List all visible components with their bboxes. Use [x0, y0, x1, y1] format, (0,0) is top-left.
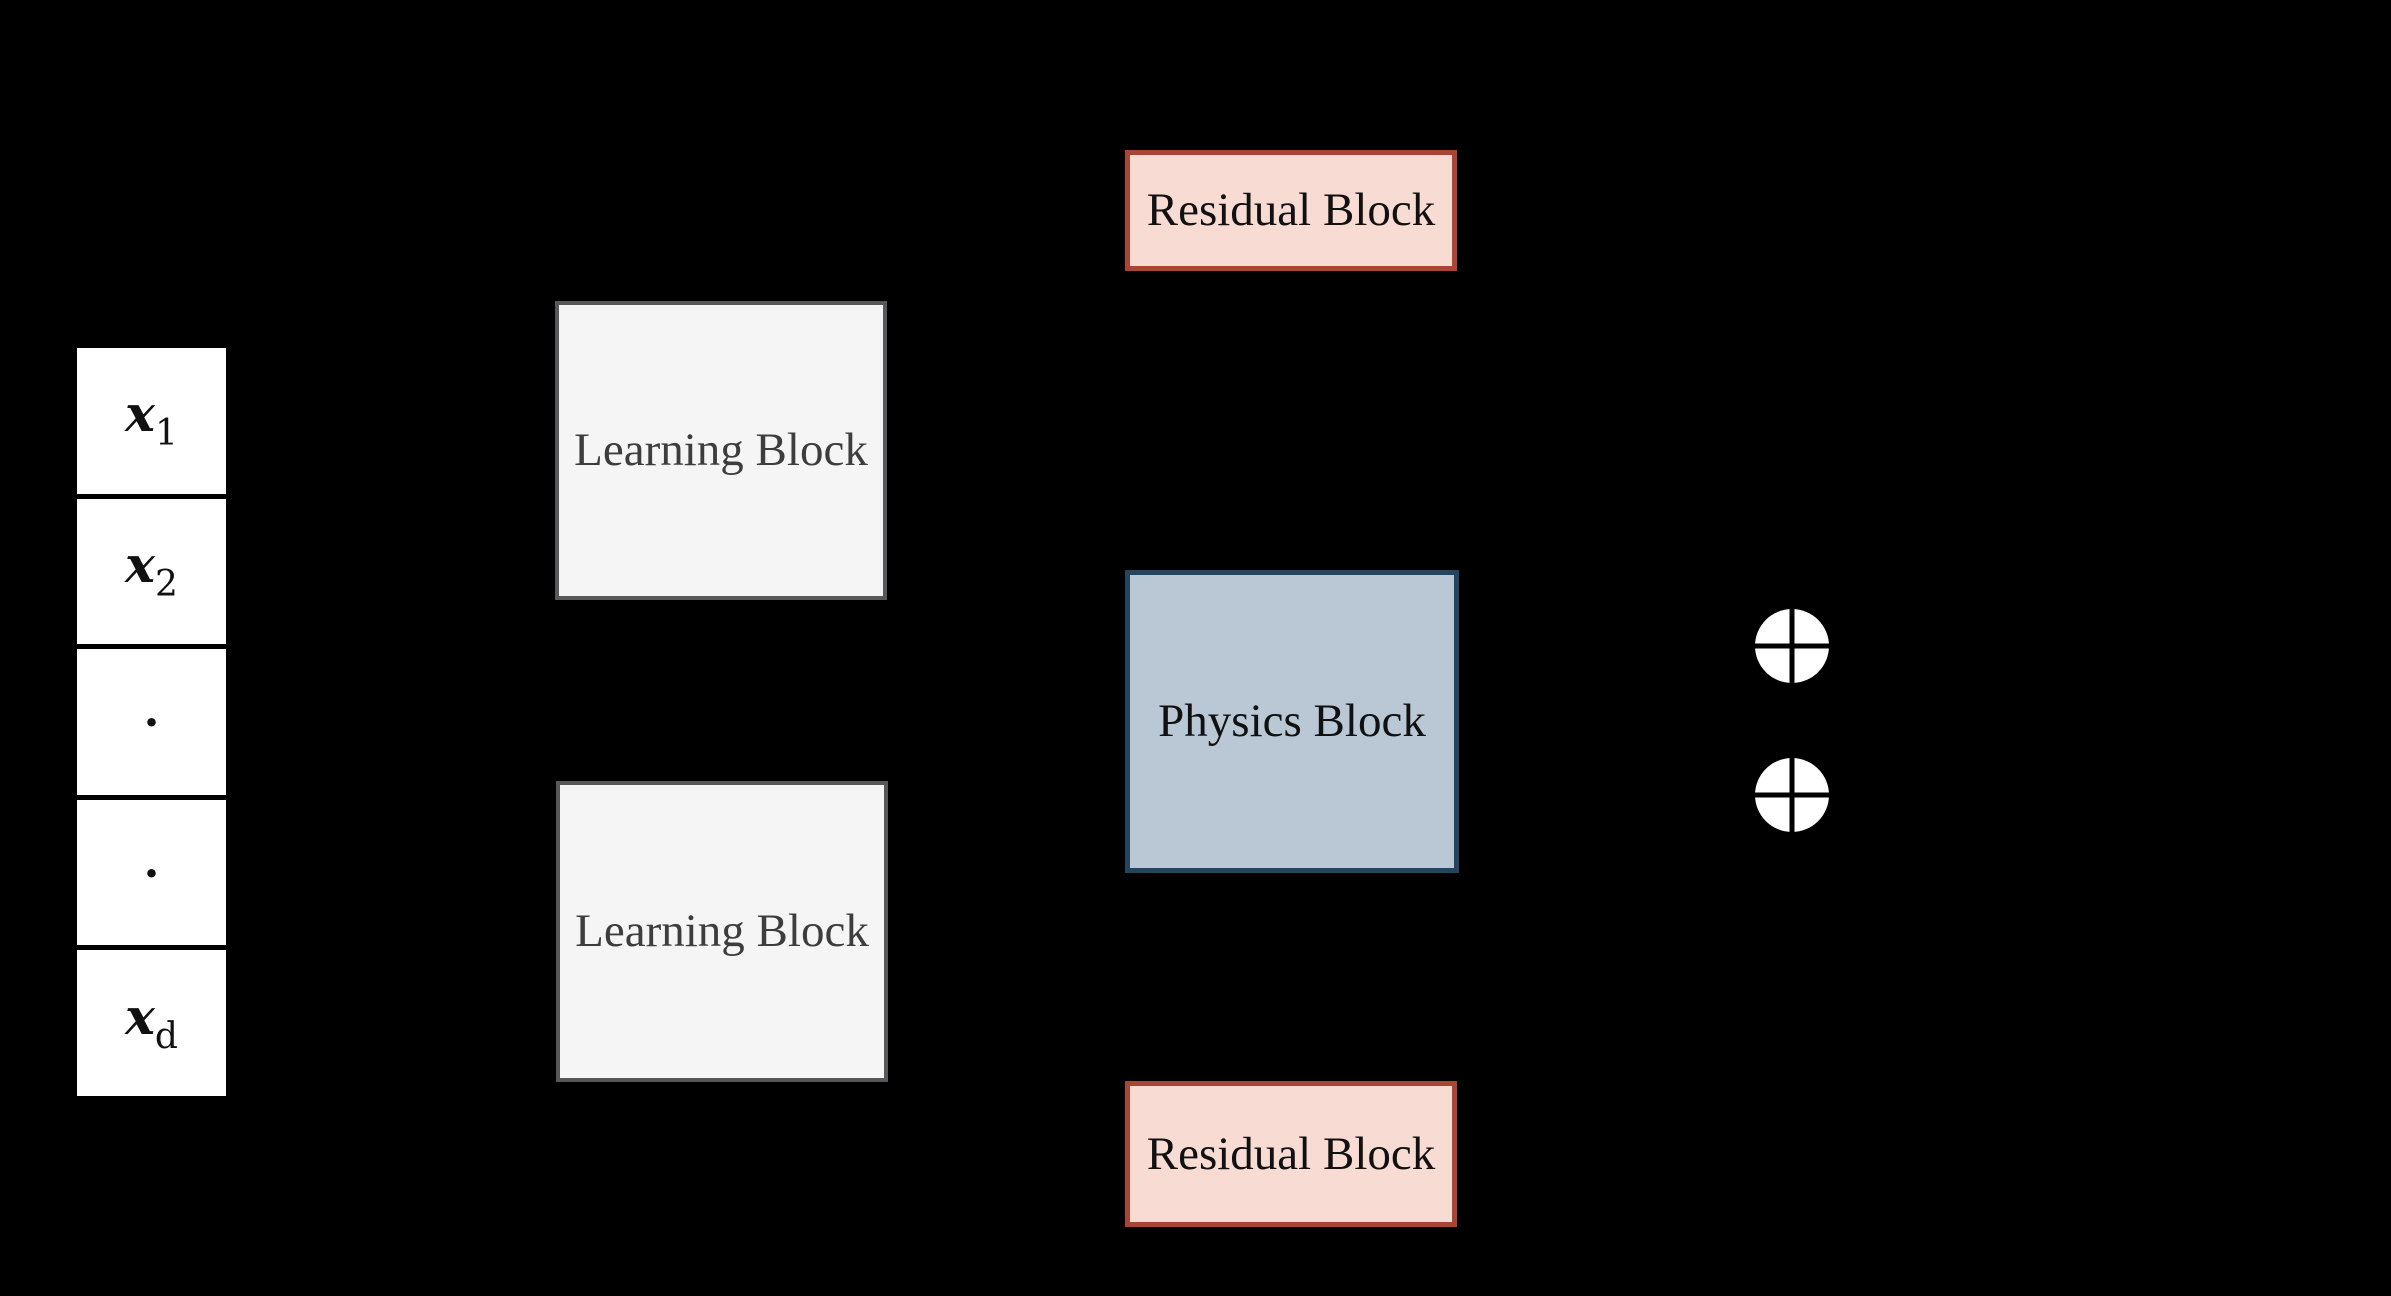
vector-variable: x1	[125, 384, 178, 455]
learning-block-2-label: Learning Block	[575, 905, 869, 957]
ellipsis-dot: ·	[143, 694, 160, 749]
vector-variable: xd	[125, 986, 178, 1057]
vector-cell-4: xd	[77, 950, 226, 1096]
learning-block-2: Learning Block	[556, 781, 888, 1082]
residual-block-bottom-label: Residual Block	[1146, 1127, 1436, 1180]
input-vector: x1 x2 · · xd	[77, 348, 226, 1096]
physics-block: Physics Block	[1125, 570, 1459, 873]
physics-block-label: Physics Block	[1158, 695, 1426, 747]
residual-block-top-label: Residual Block	[1146, 184, 1436, 236]
vector-variable: x2	[125, 534, 178, 605]
residual-block-bottom: Residual Block	[1125, 1081, 1457, 1227]
circled-plus-icon	[1755, 758, 1829, 832]
vector-cell-0: x1	[77, 348, 226, 494]
residual-block-top: Residual Block	[1125, 150, 1457, 271]
vector-cell-3: ·	[77, 799, 226, 946]
learning-block-1: Learning Block	[555, 301, 887, 600]
circled-plus-icon	[1755, 609, 1829, 683]
learning-block-1-label: Learning Block	[574, 424, 868, 476]
vector-cell-1: x2	[77, 498, 226, 645]
ellipsis-dot: ·	[143, 845, 160, 900]
vector-cell-2: ·	[77, 649, 226, 795]
